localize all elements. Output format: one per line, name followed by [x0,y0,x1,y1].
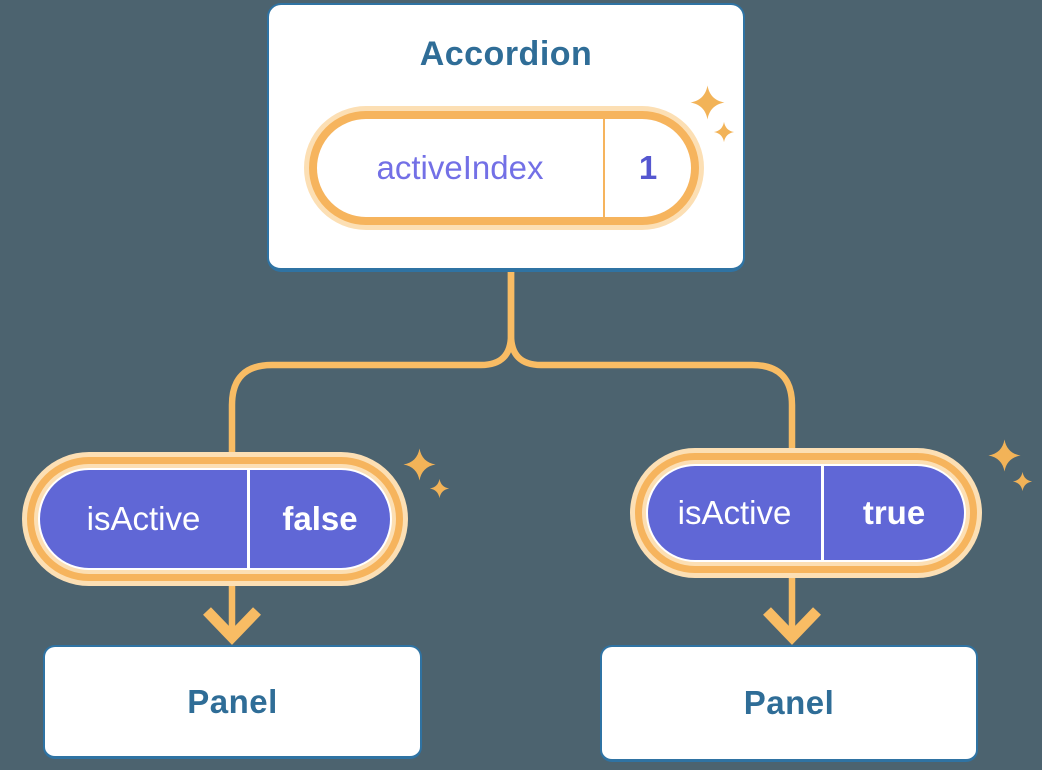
sparkle-icon [1012,471,1033,492]
sparkle-icon [713,121,735,143]
prop-pill-divider [821,466,824,560]
sparkle-icon [988,439,1021,472]
arrowhead-right-icon [763,607,821,645]
prop-pill-isactive-false: isActive false [22,452,408,586]
prop-value-label: true [862,494,926,531]
prop-pill-isactive-true: isActive true [630,448,982,578]
connector-right-branch [507,268,796,630]
prop-pill-ring: isActive false [27,457,403,581]
prop-name-label: isActive [86,500,201,537]
panel-title: Panel [187,682,278,720]
sparkle-icon [690,85,725,120]
state-pill-divider [603,119,605,217]
panel-card-left: Panel [43,645,422,759]
prop-pill-inner: isActive false [38,468,392,570]
state-pill-activeindex: activeIndex 1 [304,106,704,230]
state-pill-ring: activeIndex 1 [309,111,699,225]
connector-left-branch [228,268,515,630]
state-value-label: 1 [638,149,658,186]
prop-value-label: false [282,500,358,537]
prop-pill-divider [247,470,250,568]
panel-title: Panel [743,684,835,721]
panel-card-right: Panel [600,645,978,762]
state-pill-inner: activeIndex 1 [317,119,691,217]
sparkle-icon [429,478,450,499]
prop-pill-inner: isActive true [646,464,966,562]
state-name-label: activeIndex [376,149,544,186]
prop-name-label: isActive [677,494,792,531]
accordion-title: Accordion [419,35,593,73]
sparkle-icon [403,448,436,481]
arrowhead-left-icon [203,607,261,645]
prop-pill-ring: isActive true [635,453,977,573]
